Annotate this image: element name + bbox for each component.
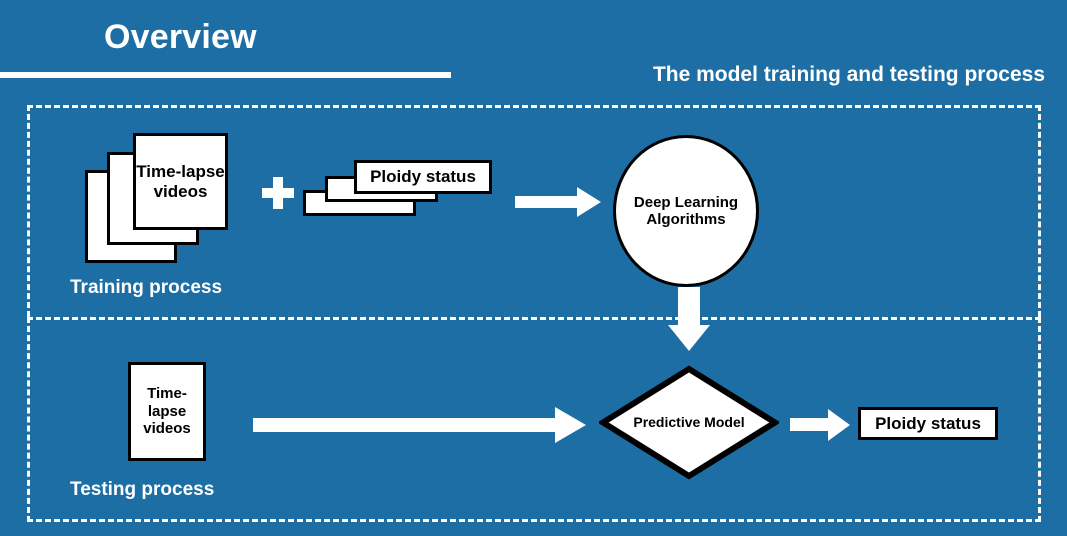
diamond-shape-icon — [599, 365, 779, 480]
training-process-caption: Training process — [70, 277, 223, 298]
arrow-shaft — [790, 418, 831, 431]
ploidy-card-front-label: Ploidy status — [354, 160, 492, 194]
arrow-head — [555, 407, 586, 443]
training-section-frame — [27, 105, 1041, 317]
testing-section-frame — [27, 317, 1041, 522]
arrow-shaft — [253, 418, 559, 432]
predictive-model-node: Predictive Model — [599, 365, 779, 480]
training-ploidy-status-stack: Ploidy status — [303, 160, 503, 216]
arrow-shaft — [678, 287, 700, 329]
plus-operator-icon — [262, 177, 294, 209]
testing-process-caption: Testing process — [70, 479, 215, 500]
testing-timelapse-video-card: Time-lapse videos — [128, 362, 206, 461]
arrow-head — [668, 325, 710, 351]
arrow-shaft — [515, 196, 581, 208]
training-to-testing-arrow-down-icon — [668, 287, 710, 351]
training-timelapse-video-stack: Time-lapse videos — [85, 133, 245, 263]
arrow-head — [828, 409, 850, 441]
title-underline-rule — [0, 72, 451, 78]
page-title: Overview — [104, 18, 257, 56]
deep-learning-algorithms-node: Deep Learning Algorithms — [613, 135, 759, 287]
ploidy-status-output-node: Ploidy status — [858, 407, 998, 440]
arrow-head — [577, 187, 601, 217]
diagram-subtitle: The model training and testing process — [652, 63, 1045, 86]
video-card-front-label: Time-lapse videos — [133, 133, 228, 230]
